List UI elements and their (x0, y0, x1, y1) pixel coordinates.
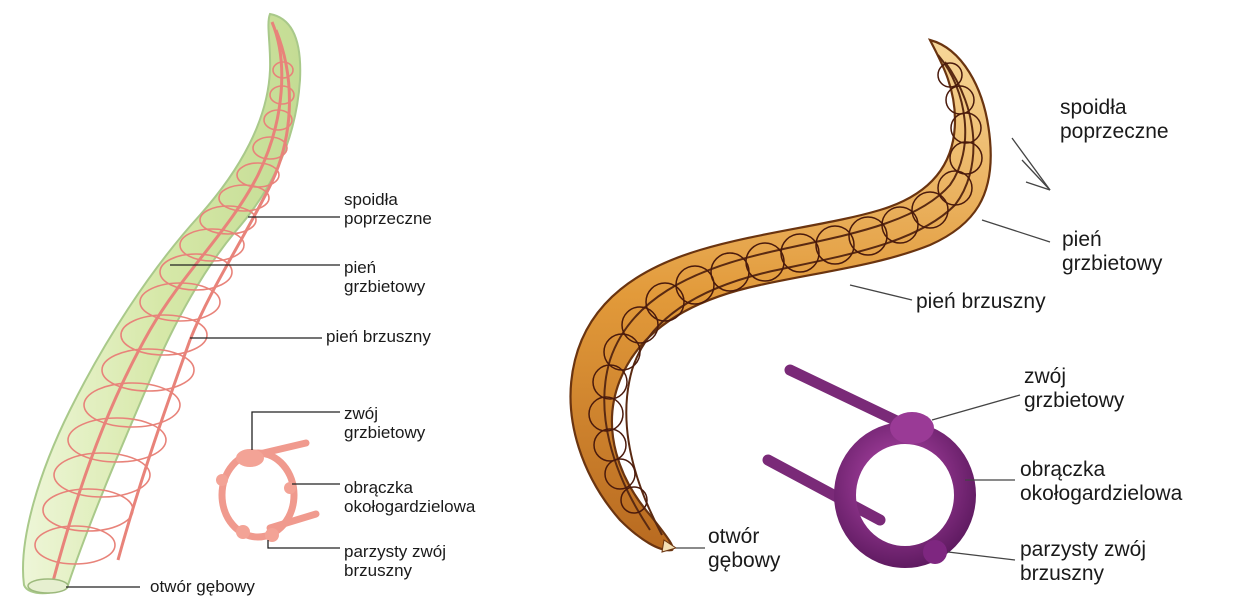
left-label-obraczka: obrączka okołogardzielowa (344, 478, 475, 516)
right-leader-lines (676, 138, 1050, 560)
left-dorsal-ganglion (236, 449, 264, 467)
left-worm (23, 14, 300, 593)
right-label-spoidla: spoidła poprzeczne (1060, 96, 1169, 143)
left-label-pien-grzbietowy: pień grzbietowy (344, 258, 425, 296)
right-label-parzysty: parzysty zwój brzuszny (1020, 538, 1146, 585)
left-nerve-ring (216, 443, 316, 542)
left-label-spoidla: spoidła poprzeczne (344, 190, 432, 228)
left-label-pien-brzuszny: pień brzuszny (326, 327, 431, 346)
left-label-otwor: otwór gębowy (150, 577, 255, 596)
right-label-pien-grzbietowy: pień grzbietowy (1062, 228, 1162, 275)
left-mouth-opening (28, 579, 68, 593)
right-label-obraczka: obrączka okołogardzielowa (1020, 458, 1182, 505)
right-dorsal-ganglion (890, 412, 934, 444)
right-label-pien-brzuszny: pień brzuszny (916, 290, 1046, 314)
left-label-zwoj-grzbietowy: zwój grzbietowy (344, 404, 425, 442)
right-label-otwor: otwór gębowy (708, 525, 780, 572)
right-label-zwoj-grzbietowy: zwój grzbietowy (1024, 365, 1124, 412)
left-label-parzysty: parzysty zwój brzuszny (344, 542, 446, 580)
left-ventral-ganglion (236, 525, 250, 539)
left-worm-body (23, 14, 300, 593)
right-ventral-ganglion (923, 540, 947, 564)
right-nerve-ring (768, 370, 965, 564)
